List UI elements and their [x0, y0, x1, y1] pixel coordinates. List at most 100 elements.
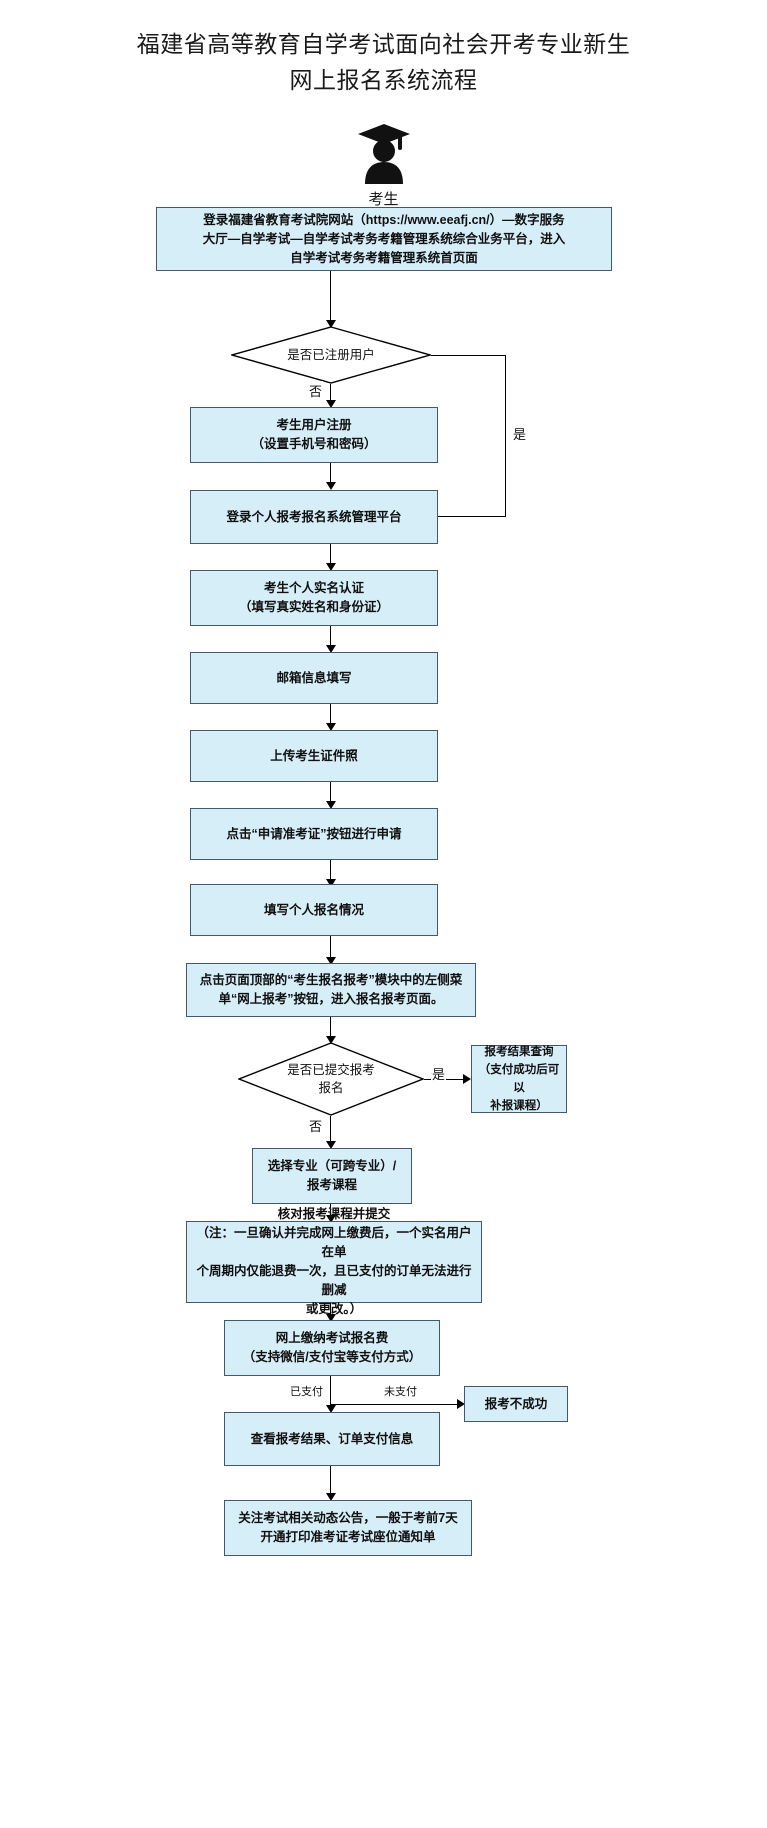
decision2-line1: 是否已提交报考	[287, 1063, 375, 1077]
edge-label-unpaid: 未支付	[383, 1383, 418, 1399]
diamond-shape-icon	[231, 326, 431, 384]
edge-label-submitted-no: 否	[308, 1116, 324, 1135]
connector-decision1-yes-in	[417, 516, 506, 517]
edge-label-submitted-yes: 是	[431, 1064, 447, 1083]
arrowhead-email	[326, 645, 336, 653]
arrowhead-view-result	[326, 1405, 336, 1413]
connector-platform-to-auth	[330, 544, 331, 566]
arrowhead-entry	[326, 957, 336, 965]
node-login-portal-line2: 大厅—自学考试—自学考试考务考籍管理系统综合业务平台，进入	[202, 231, 566, 246]
edge-label-registered-yes: 是	[512, 424, 528, 443]
node-apply-admission-ticket[interactable]: 点击“申请准考证”按钮进行申请	[190, 808, 438, 860]
node-verify-submit[interactable]: 核对报考课程并提交 （注：一旦确认并完成网上缴费后，一个实名用户在单 个周期内仅…	[186, 1207, 482, 1316]
node-result-query-line3: 补报课程）	[490, 1100, 548, 1112]
connector-fillinfo-to-entry	[330, 936, 331, 960]
node-result-query[interactable]: 报考结果查询 （支付成功后可以 补报课程）	[471, 1045, 567, 1113]
node-apply-admission-ticket-line1: 点击“申请准考证”按钮进行申请	[226, 826, 402, 841]
node-follow-notice-line2: 开通打印准考证考试座位通知单	[260, 1530, 436, 1544]
node-login-platform[interactable]: 登录个人报考报名系统管理平台	[190, 490, 438, 544]
connector-ticket-to-fillinfo	[330, 860, 331, 882]
connector-register-to-platform	[330, 463, 331, 485]
node-follow-notice[interactable]: 关注考试相关动态公告，一般于考前7天 开通打印准考证考试座位通知单	[224, 1500, 472, 1556]
node-register-failed[interactable]: 报考不成功	[464, 1386, 568, 1422]
node-online-exam-entry[interactable]: 点击页面顶部的“考生报名报考”模块中的左侧菜 单“网上报考”按钮，进入报名报考页…	[186, 963, 476, 1017]
node-verify-submit-line2: （注：一旦确认并完成网上缴费后，一个实名用户在单	[196, 1226, 472, 1259]
connector-email-to-photo	[330, 704, 331, 726]
node-pay-fee[interactable]: 网上缴纳考试报名费 （支持微信/支付宝等支付方式）	[224, 1320, 440, 1376]
node-view-result-line1: 查看报考结果、订单支付信息	[250, 1431, 414, 1446]
node-email-fill-line1: 邮箱信息填写	[276, 670, 352, 685]
arrowhead-platform	[326, 482, 336, 490]
node-view-result[interactable]: 查看报考结果、订单支付信息	[224, 1412, 440, 1466]
decision-submitted-registration-label: 是否已提交报考 报名	[287, 1061, 375, 1097]
node-online-exam-entry-line2: 单“网上报考”按钮，进入报名报考页面。	[218, 992, 444, 1006]
connector-result-to-notice	[330, 1466, 331, 1496]
arrowhead-pay	[326, 1314, 336, 1322]
edge-label-paid: 已支付	[289, 1383, 324, 1399]
page-title: 福建省高等教育自学考试面向社会开考专业新生 网上报名系统流程	[0, 26, 767, 98]
connector-login-to-decision1	[330, 271, 331, 323]
connector-decision2-no	[330, 1116, 331, 1144]
node-fill-registration-info-line1: 填写个人报名情况	[263, 902, 364, 917]
connector-entry-to-decision2	[330, 1017, 331, 1039]
node-verify-submit-line3: 个周期内仅能退费一次，且已支付的订单无法进行删减	[196, 1264, 472, 1297]
arrowhead-decision2	[326, 1036, 336, 1044]
connector-photo-to-ticket	[330, 782, 331, 804]
node-user-register[interactable]: 考生用户注册 （设置手机号和密码）	[190, 407, 438, 463]
actor-block: 考生	[0, 122, 767, 209]
node-real-name-auth-line1: 考生个人实名认证	[263, 581, 364, 595]
arrowhead-result-query	[463, 1074, 471, 1084]
graduate-student-icon	[357, 124, 410, 184]
arrowhead-photo	[326, 723, 336, 731]
node-login-portal-line3: 自学考试考务考籍管理系统首页面	[290, 250, 478, 265]
node-verify-submit-line4: 或更改。）	[305, 1302, 363, 1316]
node-real-name-auth[interactable]: 考生个人实名认证 （填写真实姓名和身份证）	[190, 570, 438, 626]
connector-auth-to-email	[330, 626, 331, 648]
node-login-portal[interactable]: 登录福建省教育考试院网站（https://www.eeafj.cn/）—数字服务…	[156, 207, 612, 271]
node-email-fill[interactable]: 邮箱信息填写	[190, 652, 438, 704]
node-choose-major-line2: 报考课程	[306, 1178, 357, 1192]
node-login-portal-line1: 登录福建省教育考试院网站（https://www.eeafj.cn/）—数字服务	[203, 212, 565, 227]
arrowhead-verify	[326, 1215, 336, 1223]
node-register-failed-line1: 报考不成功	[484, 1396, 548, 1411]
connector-unpaid-h	[330, 1404, 460, 1405]
node-fill-registration-info[interactable]: 填写个人报名情况	[190, 884, 438, 936]
arrowhead-register	[326, 400, 336, 408]
node-user-register-line2: （设置手机号和密码）	[251, 437, 377, 451]
decision-registered-user-label: 是否已注册用户	[287, 348, 375, 362]
node-login-platform-line1: 登录个人报考报名系统管理平台	[226, 509, 402, 524]
node-choose-major-line1: 选择专业（可跨专业）/	[267, 1159, 397, 1173]
arrowhead-fillinfo	[326, 879, 336, 887]
connector-decision1-yes-h	[431, 355, 506, 356]
arrowhead-auth	[326, 563, 336, 571]
connector-paid	[330, 1376, 331, 1408]
title-line-1: 福建省高等教育自学考试面向社会开考专业新生	[136, 31, 631, 57]
decision2-line2: 报名	[318, 1081, 344, 1095]
edge-label-registered-no: 否	[308, 381, 324, 400]
node-result-query-line2: （支付成功后可以	[478, 1064, 560, 1094]
arrowhead-register-failed	[457, 1399, 465, 1409]
title-line-2: 网上报名系统流程	[289, 67, 478, 93]
node-pay-fee-line1: 网上缴纳考试报名费	[275, 1331, 389, 1345]
arrowhead-decision1	[326, 320, 336, 328]
connector-major-to-verify	[330, 1204, 331, 1218]
node-online-exam-entry-line1: 点击页面顶部的“考生报名报考”模块中的左侧菜	[199, 973, 463, 987]
node-pay-fee-line2: （支持微信/支付宝等支付方式）	[242, 1350, 422, 1364]
decision-registered-user[interactable]: 是否已注册用户	[231, 326, 431, 384]
node-real-name-auth-line2: （填写真实姓名和身份证）	[238, 600, 389, 614]
node-user-register-line1: 考生用户注册	[276, 418, 352, 432]
node-upload-photo-line1: 上传考生证件照	[270, 748, 358, 763]
connector-decision1-no	[330, 384, 331, 404]
node-upload-photo[interactable]: 上传考生证件照	[190, 730, 438, 782]
arrowhead-notice	[326, 1493, 336, 1501]
node-verify-submit-line1: 核对报考课程并提交	[277, 1207, 391, 1221]
node-choose-major[interactable]: 选择专业（可跨专业）/ 报考课程	[252, 1148, 412, 1204]
decision-submitted-registration[interactable]: 是否已提交报考 报名	[238, 1042, 424, 1116]
actor-label: 考生	[368, 191, 399, 208]
node-result-query-line1: 报考结果查询	[484, 1046, 554, 1058]
connector-decision1-yes-v	[505, 355, 506, 517]
node-follow-notice-line1: 关注考试相关动态公告，一般于考前7天	[238, 1511, 458, 1525]
connector-verify-to-pay	[330, 1303, 331, 1317]
arrowhead-choose-major	[326, 1141, 336, 1149]
